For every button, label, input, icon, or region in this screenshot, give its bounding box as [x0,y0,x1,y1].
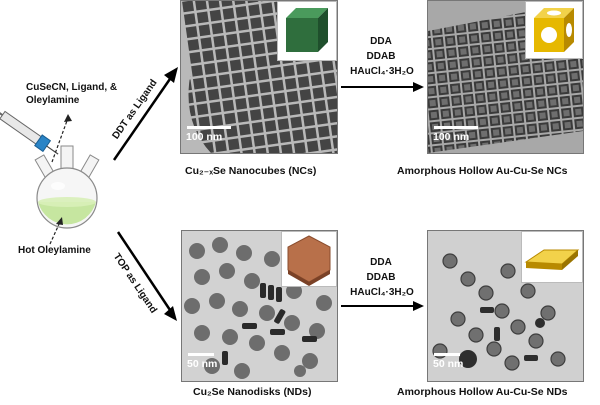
tem-image-nanocubes: 100 nm [180,0,338,154]
tem-image-hollow-nanocubes: 100 nm [427,0,584,154]
tem-image-hollow-nanodisks: 50 nm [427,230,584,382]
flask-setup-illustration [0,110,100,245]
gold-hollow-cube-icon [534,8,574,52]
top-reagent-1: DDA [370,36,392,47]
scale-bar [187,126,231,129]
copper-hexagon-disk-icon [287,235,331,286]
syringe-icon [0,110,59,155]
scale-bar [434,353,460,356]
precursor-label: CuSeCN, Ligand, & Oleylamine [26,82,136,106]
gold-hollow-disk-icon [524,249,580,270]
precursor-label-line1: CuSeCN, Ligand, & [26,82,118,93]
green-cube-icon [286,8,328,52]
hexagon-inset [281,231,337,287]
solvent-label: Hot Oleylamine [18,245,91,256]
scale-bar-label: 50 nm [433,358,464,370]
bottom-gold-salt: HAuCl₄·3H₂O [350,287,414,298]
hollow-cube-inset [525,1,583,59]
product-caption-nanodisks: Cu₂Se Nanodisks (NDs) [193,386,312,398]
precursor-label-line2: Oleylamine [26,95,80,106]
product-caption-nanocubes: Cu₂₋ₓSe Nanocubes (NCs) [185,165,317,177]
cube-inset [277,1,337,61]
top-reagent-2: DDAB [366,51,396,62]
scale-bar-label: 100 nm [186,131,223,143]
bottom-reagent-2: DDAB [366,272,396,283]
scale-bar [434,126,478,129]
bottom-reagent-1: DDA [370,257,392,268]
tem-image-nanodisks: 50 nm [181,230,338,382]
scale-bar-label: 100 nm [433,131,470,143]
product-caption-hollow-nanodisks: Amorphous Hollow Au-Cu-Se NDs [397,386,568,398]
product-caption-hollow-nanocubes: Amorphous Hollow Au-Cu-Se NCs [397,165,568,177]
scale-bar-label: 50 nm [187,358,218,370]
top-gold-salt: HAuCl₄·3H₂O [350,66,414,77]
hollow-disk-inset [521,231,583,283]
scale-bar [188,353,214,356]
